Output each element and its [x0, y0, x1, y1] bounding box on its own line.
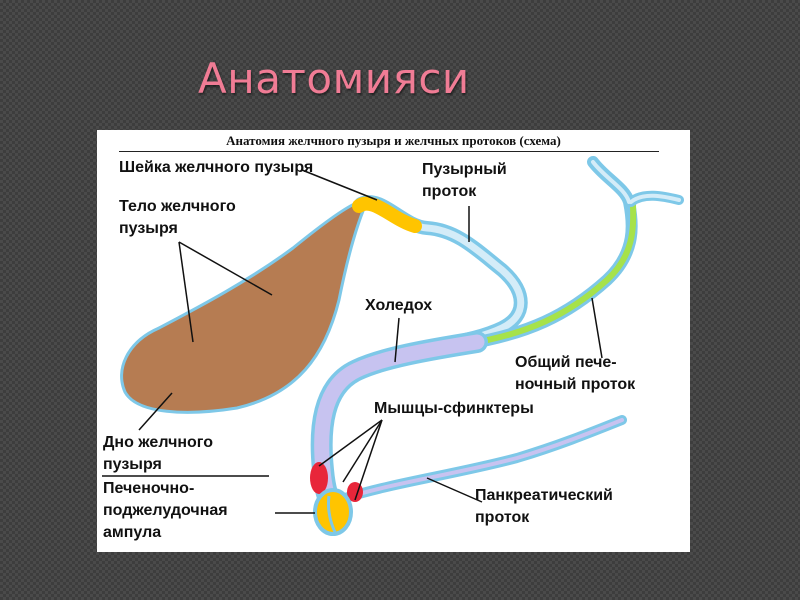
label-pancreatic-line2: проток: [475, 509, 530, 526]
label-ampulla: Печеночно- поджелудочная ампула: [103, 478, 228, 544]
pointer-choledoch: [394, 317, 400, 363]
label-neck: Шейка желчного пузыря: [119, 159, 314, 176]
title-underline: [119, 151, 659, 152]
pointer-neck: [301, 169, 378, 201]
pointer-lines: [138, 169, 603, 514]
gallbladder-shape: [120, 200, 367, 414]
label-cystic: Пузырный проток: [422, 159, 507, 203]
pointer-body-a: [178, 241, 273, 296]
label-body: Тело желчного пузыря: [119, 196, 236, 240]
slide-title: Анатомияси: [198, 54, 470, 103]
figure-title: Анатомия желчного пузыря и желчных прото…: [226, 133, 561, 148]
label-choledoch: Холедох: [365, 297, 433, 314]
pointer-fundus: [138, 392, 173, 431]
label-body-line1: Тело желчного: [119, 198, 236, 215]
hepatopancreatic-ampulla: [313, 488, 353, 536]
label-ampulla-line1: Печеночно-: [103, 480, 195, 497]
diagram-svg: [102, 156, 684, 536]
label-hepatic-line1: Общий пече-: [515, 354, 617, 371]
pointer-sphincter-c: [354, 419, 383, 501]
gallbladder-neck: [352, 196, 422, 233]
pointer-sphincter-a: [318, 419, 383, 467]
anatomy-figure: Анатомия желчного пузыря и желчных прото…: [97, 130, 690, 552]
label-hepatic: Общий пече- ночный проток: [515, 352, 635, 396]
label-cystic-line1: Пузырный: [422, 161, 507, 178]
label-body-line2: пузыря: [119, 220, 178, 237]
label-fundus: Дно желчного пузыря: [103, 432, 213, 476]
label-sphincters: Мышцы-сфинктеры: [374, 400, 534, 417]
label-fundus-line2: пузыря: [103, 456, 162, 473]
label-pancreatic-line1: Панкреатический: [475, 487, 613, 504]
label-pancreatic: Панкреатический проток: [475, 485, 613, 529]
label-hepatic-line2: ночный проток: [515, 376, 636, 393]
label-ampulla-line2: поджелудочная: [103, 502, 228, 519]
label-fundus-line1: Дно желчного: [103, 434, 214, 451]
sphincter-left: [310, 462, 328, 494]
pointer-pancreatic: [426, 477, 483, 503]
pointer-hepatic: [591, 297, 603, 359]
pointer-body-b: [178, 241, 194, 343]
label-ampulla-line3: ампула: [103, 524, 162, 541]
pointer-sphincter-b: [342, 419, 383, 483]
label-cystic-line2: проток: [422, 183, 477, 200]
